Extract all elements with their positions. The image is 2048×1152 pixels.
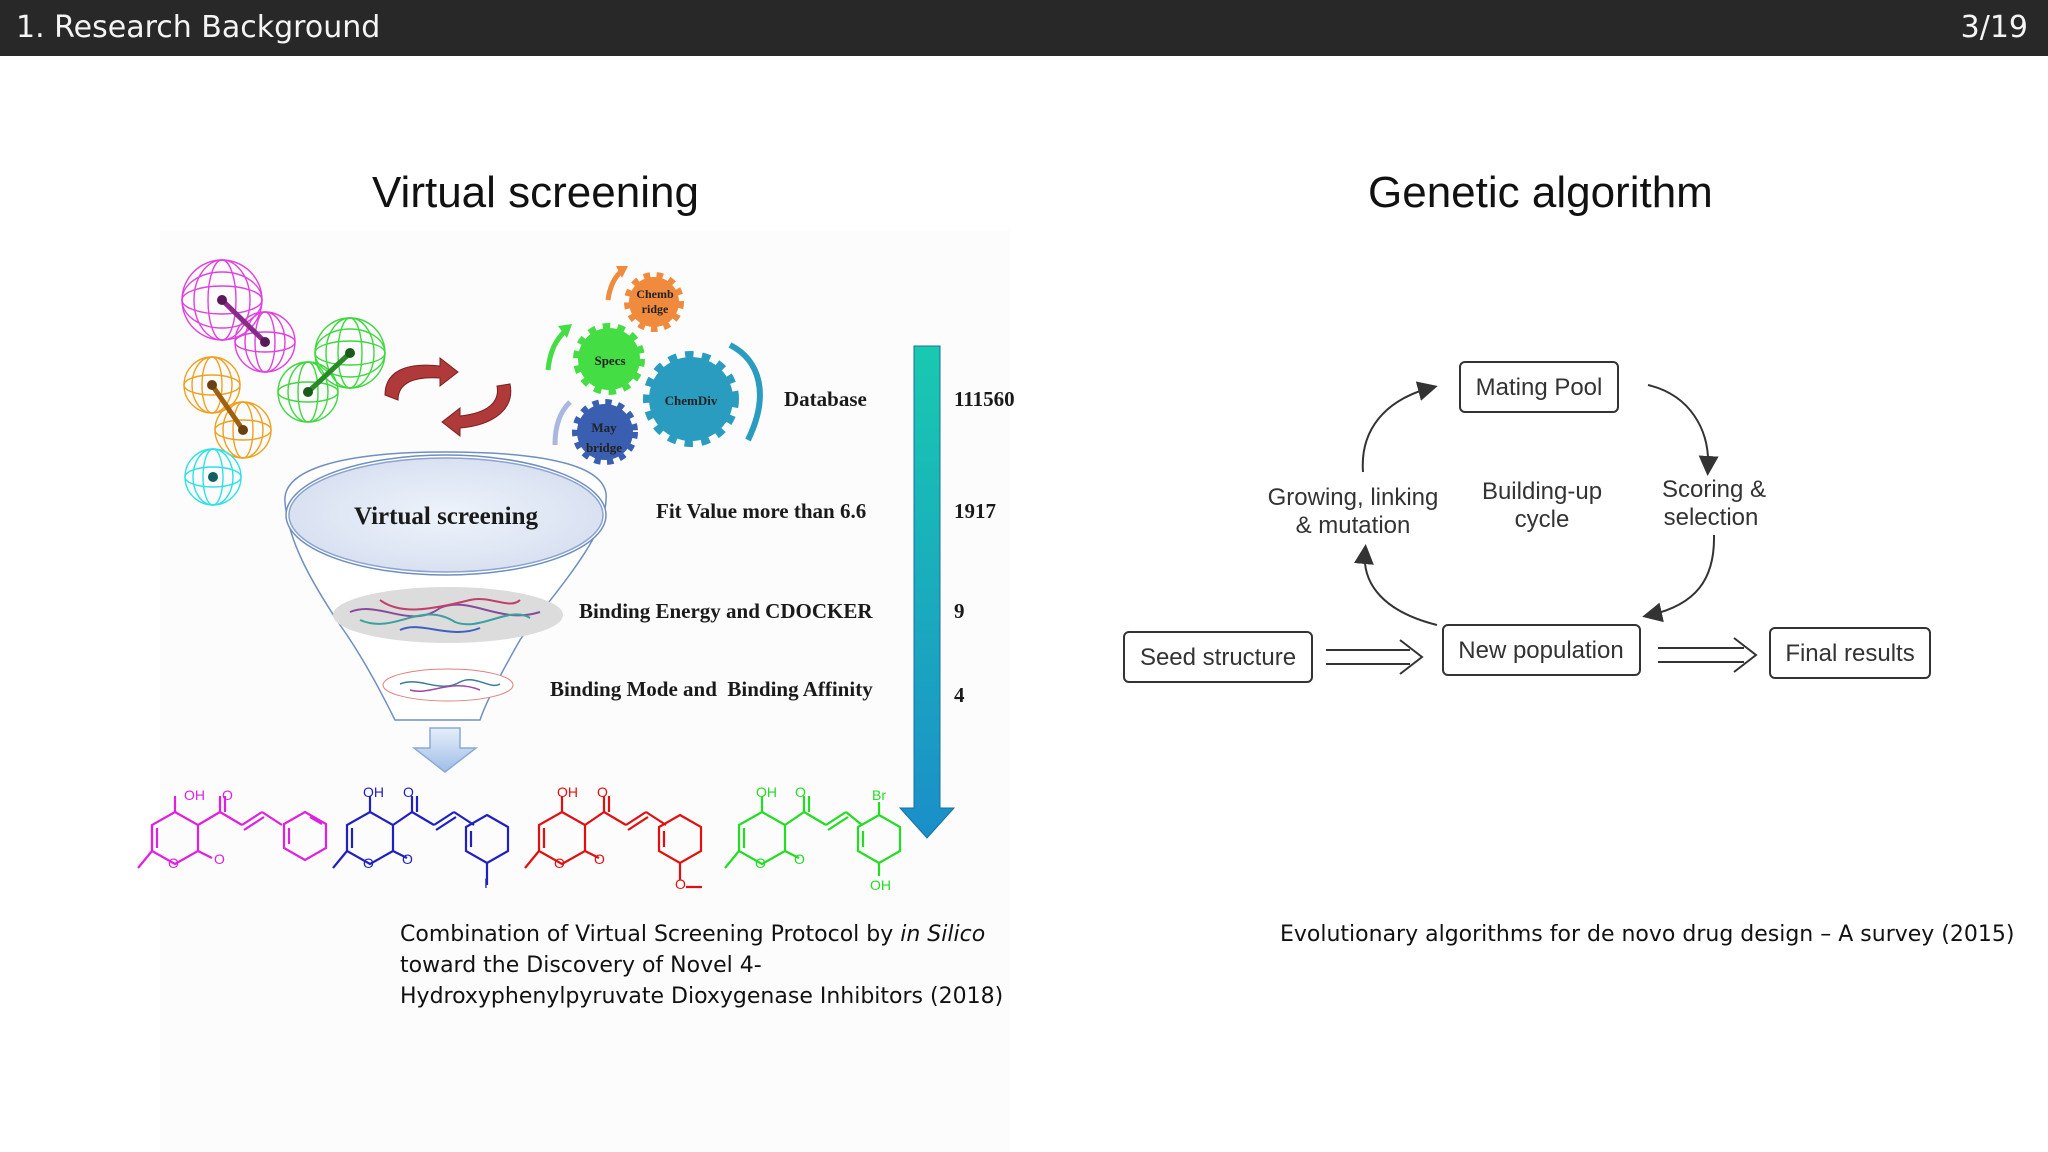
growing-label-line2: & mutation (1296, 512, 1411, 539)
arrow-growing-to-mating-icon (1361, 381, 1438, 473)
genetic-algorithm-caption: Evolutionary algorithms for de novo drug… (1280, 922, 2015, 947)
stage-label-fit-value: Fit Value more than 6.6 (656, 499, 866, 523)
cycle-arrows (384, 356, 512, 438)
green-ring-o-label: O (755, 855, 766, 871)
section-title: 1. Research Background (16, 10, 381, 45)
virtual-screening-caption: Combination of Virtual Screening Protoco… (400, 919, 1020, 1012)
red-oh-label: OH (557, 784, 578, 800)
stage-label-database: Database (784, 387, 867, 411)
double-arrow-final-icon (1658, 637, 1758, 673)
caption-part-2: toward the Discovery of Novel 4-Hydroxyp… (400, 953, 1004, 1009)
caption-part-1: Combination of Virtual Screening Protoco… (400, 922, 901, 947)
specs-gear-icon (573, 323, 645, 395)
magenta-o-label: O (222, 787, 233, 803)
green-o-label: O (795, 784, 806, 800)
arrow-population-to-growing-icon (1353, 544, 1438, 626)
new-population-box (1442, 624, 1641, 676)
stage-count-fit-value: 1917 (954, 499, 996, 523)
green-oh-label: OH (756, 784, 777, 800)
cyan-sphere (184, 448, 242, 506)
green-sphere-pair (277, 317, 386, 423)
building-label-line1: Building-up (1482, 478, 1602, 505)
new-population-label: New population (1458, 637, 1623, 664)
arrow-scoring-to-population-icon (1642, 534, 1716, 623)
green-oh-bottom-label: OH (870, 877, 891, 893)
blue-ring-o-label: O (363, 855, 374, 871)
orange-sphere-pair (183, 356, 272, 459)
scoring-label-line1: Scoring & (1662, 476, 1766, 503)
magenta-ring-o-label: O (168, 855, 179, 871)
molecule-red (524, 796, 703, 889)
red-o-label: O (597, 784, 608, 800)
building-label-line2: cycle (1515, 506, 1570, 533)
mating-pool-label: Mating Pool (1476, 374, 1603, 401)
specs-label: Specs (594, 353, 625, 368)
caption-italic: in Silico (900, 922, 986, 947)
chemdiv-label: ChemDiv (665, 393, 718, 408)
ga-cycle-diagram (1123, 361, 1931, 683)
arrow-mating-to-scoring-icon (1647, 384, 1719, 476)
seed-structure-box (1123, 631, 1313, 683)
genetic-algorithm-title: Genetic algorithm (1368, 168, 1713, 217)
down-arrow-icon (411, 727, 479, 773)
green-carbonyl-o-label: O (794, 851, 805, 867)
stage-label-binding-energy: Binding Energy and CDOCKER (579, 599, 873, 623)
magenta-carbonyl-o-label: O (214, 851, 225, 867)
seed-structure-label: Seed structure (1140, 644, 1296, 671)
virtual-screening-title: Virtual screening (372, 168, 699, 217)
molecule-magenta (137, 796, 328, 869)
stage-label-binding-mode: Binding Mode and Binding Affinity (550, 677, 873, 701)
red-methoxy-o-label: O (675, 876, 686, 892)
magenta-sphere-pair (181, 259, 296, 373)
page-number: 3/19 (1960, 10, 2028, 45)
screening-funnel (284, 451, 607, 773)
stage-count-database: 111560 (954, 387, 1015, 411)
chemdiv-gear-icon (643, 351, 739, 447)
magenta-oh-label: OH (184, 787, 205, 803)
molecule-blue (332, 796, 510, 885)
funnel-label: Virtual screening (354, 503, 539, 530)
mating-pool-box (1459, 361, 1619, 413)
blue-carbonyl-o-label: O (402, 851, 413, 867)
growing-label-line1: Growing, linking (1268, 484, 1439, 511)
scoring-label-line2: selection (1664, 504, 1759, 531)
blue-iodine-label: I (484, 875, 488, 891)
red-ring-o-label: O (554, 855, 565, 871)
chembridge-gear-icon (624, 272, 684, 332)
screening-progress-arrow-icon (898, 345, 956, 839)
stage-count-binding-energy: 9 (954, 599, 965, 623)
molecule-green (724, 796, 902, 876)
final-results-label: Final results (1785, 640, 1914, 667)
green-br-label: Br (872, 787, 886, 803)
slide-header: 1. Research Background 3/19 (0, 0, 2048, 56)
database-gears (545, 266, 763, 465)
final-results-box (1769, 627, 1931, 679)
double-arrow-seed-icon (1326, 639, 1424, 675)
maybridge-gear-icon (572, 399, 638, 465)
red-carbonyl-o-label: O (594, 851, 605, 867)
blue-oh-label: OH (363, 784, 384, 800)
stage-count-binding-mode: 4 (954, 683, 965, 707)
blue-o-label: O (403, 784, 414, 800)
pharmacophore-model (181, 259, 386, 506)
